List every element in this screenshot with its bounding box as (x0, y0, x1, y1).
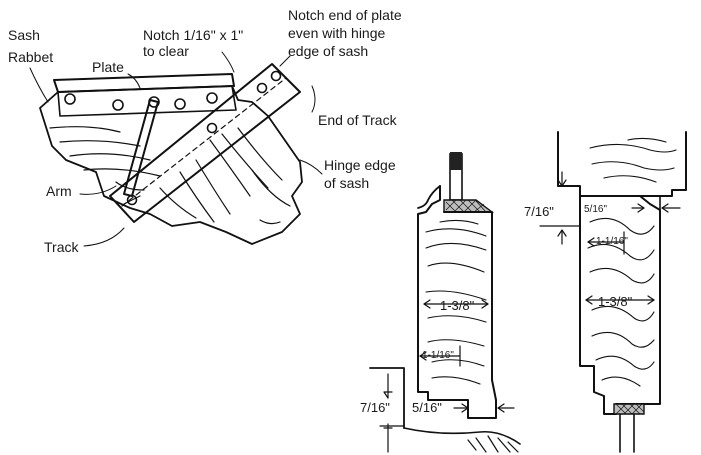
label-notch-end-line1: Notch end of plate (288, 7, 402, 23)
label-notch-clear-line2: to clear (143, 43, 189, 59)
dim-left-width: 1-3/8" (440, 298, 475, 313)
label-end-of-track: End of Track (318, 112, 398, 128)
dim-right-inner: 1-1/16" (596, 236, 628, 247)
dim-left-inner: 1-1/16" (422, 350, 454, 361)
label-hinge-edge-line2: of sash (324, 175, 369, 191)
label-notch-end-line3: edge of sash (288, 43, 368, 59)
label-plate: Plate (92, 59, 124, 75)
label-notch-clear-line1: Notch 1/16" x 1" (143, 27, 243, 43)
plate-screw-holes (64, 92, 218, 111)
dim-right-rabbet-width: 5/16" (584, 204, 607, 215)
label-sash-rabbet-line2: Rabbet (8, 49, 53, 65)
label-hinge-edge-line1: Hinge edge (324, 157, 396, 173)
sash-section-right: 7/16" 5/16" 1-1/16" 1-3/8" (524, 131, 687, 453)
sash-section-left: 1-3/8" 1-1/16" 7/16" 5/16" (360, 152, 521, 453)
track-screw-holes (126, 70, 282, 206)
label-arm: Arm (46, 183, 72, 199)
dim-left-rabbet-width: 5/16" (412, 400, 442, 415)
label-notch-end-line2: even with hinge (288, 25, 386, 41)
dim-left-rabbet-depth: 7/16" (360, 400, 390, 415)
dim-right-width: 1-3/8" (598, 294, 633, 309)
hinge-assembly-illustration (29, 51, 323, 247)
label-track: Track (44, 239, 79, 255)
label-sash-rabbet-line1: Sash (8, 27, 40, 43)
dim-right-rabbet-depth: 7/16" (524, 204, 554, 219)
